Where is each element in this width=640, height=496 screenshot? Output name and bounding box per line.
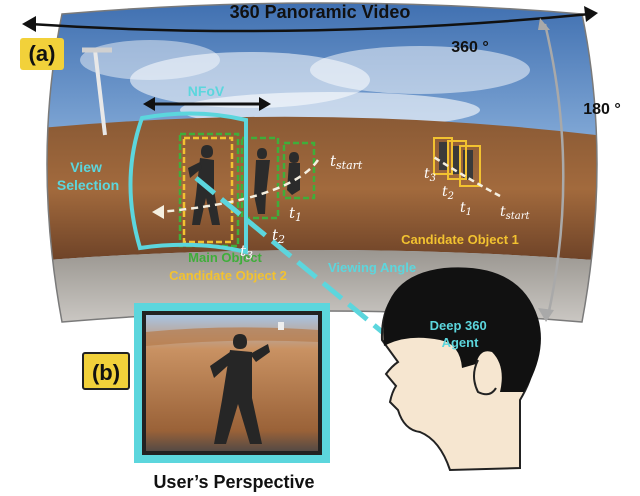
time-labels-main: tstart t1 t2 t3	[240, 152, 363, 262]
t1-candidate-1: t1	[460, 200, 472, 218]
t2-main: t2	[272, 226, 285, 246]
candidate-object-1-boxes	[433, 137, 481, 187]
nfov-label: NFoV	[188, 83, 225, 99]
users-perspective-label: User’s Perspective	[153, 472, 314, 492]
nfov-arrow	[143, 97, 271, 111]
candidate-object-1-figures	[439, 142, 473, 180]
candidate-object-2-box	[182, 136, 234, 244]
vertical-angle-label: 180 °	[583, 101, 621, 118]
candidate-object-2-label: Candidate Object 2	[169, 268, 287, 283]
t1-main: t1	[289, 204, 302, 224]
viewing-angle-label: Viewing Angle	[328, 260, 416, 275]
view-selection-frame	[128, 111, 248, 255]
main-object-label: Main Object	[188, 250, 262, 265]
t2-candidate-1: t2	[442, 184, 454, 202]
agent-head-illustration	[380, 267, 541, 472]
agent-label-line-2: Agent	[442, 335, 480, 350]
panel-b-badge: (b)	[82, 352, 130, 390]
vertical-angle-arrow	[538, 18, 565, 322]
agent-label: Deep 360 Agent	[430, 318, 491, 350]
t3-candidate-1: t3	[424, 166, 436, 184]
view-selection-line-2: Selection	[57, 177, 119, 193]
view-selection-line-1: View	[70, 159, 102, 175]
time-labels-candidate-1: t3 t2 t1 tstart	[424, 166, 531, 222]
agent-label-line-1: Deep 360	[430, 318, 487, 333]
t-start-candidate-1: tstart	[500, 204, 531, 222]
panel-a-badge: (a)	[20, 38, 64, 70]
main-object-figures	[188, 145, 300, 225]
users-perspective-view	[134, 303, 330, 463]
trajectory-candidate-1	[431, 154, 501, 198]
view-selection-label: View Selection	[57, 159, 119, 193]
main-object-boxes	[178, 132, 316, 248]
trajectory-main	[152, 159, 320, 219]
viewing-angle-line	[194, 176, 394, 342]
t-start-main: tstart	[330, 152, 363, 172]
horizontal-angle-label: 360 °	[451, 39, 489, 56]
horizontal-angle-arrow	[22, 6, 598, 33]
figure-title: 360 Panoramic Video	[230, 2, 411, 22]
t3-main: t3	[240, 242, 253, 262]
candidate-object-1-label: Candidate Object 1	[401, 232, 519, 247]
